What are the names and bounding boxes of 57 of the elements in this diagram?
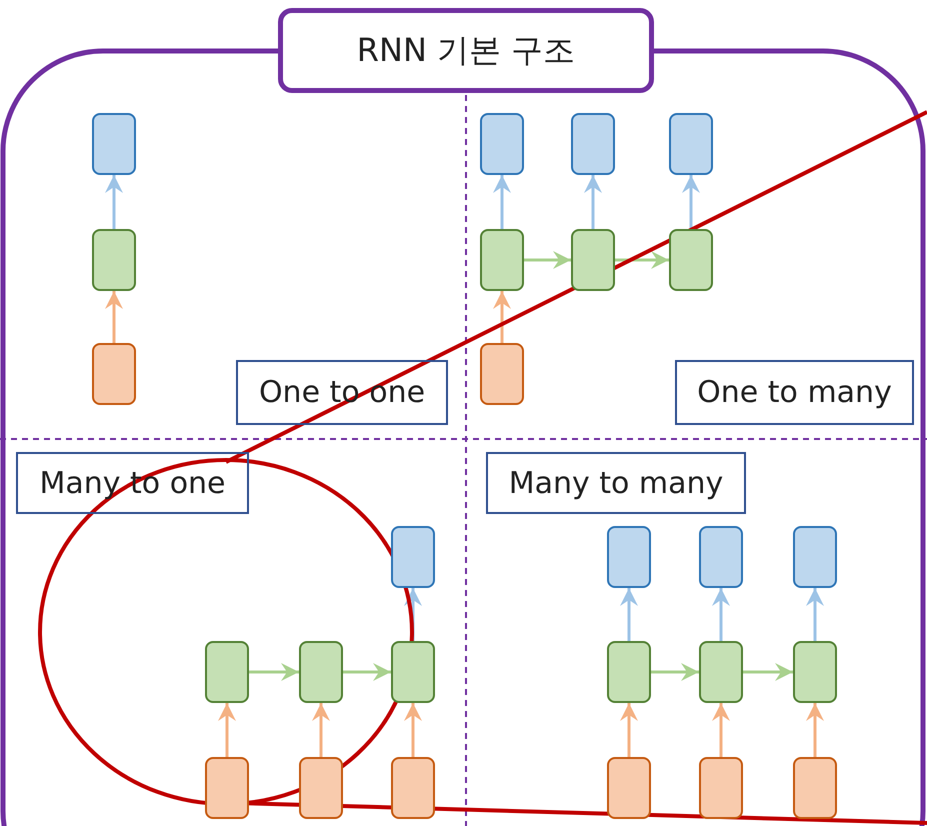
output-box (92, 113, 136, 175)
input-box (607, 757, 651, 819)
input-box (480, 343, 524, 405)
input-box (92, 343, 136, 405)
hidden-state-box (391, 641, 435, 703)
arrow (620, 588, 638, 641)
arrow (712, 588, 730, 641)
label-text: One to one (258, 375, 426, 410)
label-text: One to many (697, 375, 892, 410)
label-box (486, 452, 746, 514)
label-box (236, 360, 448, 425)
label-text: Many to many (508, 466, 724, 500)
arrow (493, 291, 511, 343)
arrow (343, 663, 391, 681)
output-box (391, 526, 435, 588)
arrow (249, 663, 299, 681)
output-box (699, 526, 743, 588)
arrow (620, 703, 638, 757)
arrow (651, 663, 699, 681)
output-box (571, 113, 615, 175)
arrow (312, 703, 330, 757)
arrow (105, 175, 123, 229)
input-box (299, 757, 343, 819)
arrow (806, 703, 824, 757)
hidden-state-box (480, 229, 524, 291)
output-box (669, 113, 713, 175)
output-box (480, 113, 524, 175)
arrow (712, 703, 730, 757)
arrow (404, 588, 422, 641)
arrow (682, 175, 700, 229)
arrow (218, 703, 236, 757)
input-box (391, 757, 435, 819)
arrow (404, 703, 422, 757)
hidden-state-box (205, 641, 249, 703)
hidden-state-box (669, 229, 713, 291)
arrow (615, 251, 669, 269)
arrow (105, 291, 123, 343)
arrow (743, 663, 793, 681)
arrow (584, 175, 602, 229)
hidden-state-box (92, 229, 136, 291)
title-box (278, 8, 654, 93)
output-box (607, 526, 651, 588)
input-box (205, 757, 249, 819)
arrow (493, 175, 511, 229)
hidden-state-box (299, 641, 343, 703)
hidden-state-box (699, 641, 743, 703)
title-text: RNN 기본 구조 (356, 30, 576, 70)
hidden-state-box (793, 641, 837, 703)
input-box (793, 757, 837, 819)
hidden-state-box (571, 229, 615, 291)
arrow (524, 251, 571, 269)
output-box (793, 526, 837, 588)
hidden-state-box (607, 641, 651, 703)
label-box (16, 452, 249, 514)
label-box (675, 360, 914, 425)
input-box (699, 757, 743, 819)
arrow (806, 588, 824, 641)
